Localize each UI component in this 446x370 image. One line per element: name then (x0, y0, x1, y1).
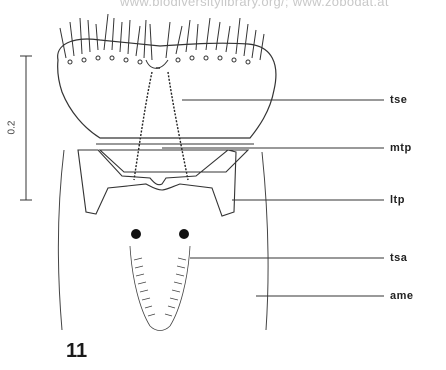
label-ltp: ltp (390, 194, 405, 206)
setal-sockets (68, 56, 250, 64)
ltp-plates (78, 150, 236, 216)
mtp-plate (96, 138, 254, 172)
tsa-spots (131, 229, 189, 239)
label-ame: ame (390, 290, 414, 302)
label-mtp: mtp (390, 142, 412, 154)
tsa-structure (130, 246, 190, 331)
median-notch (146, 60, 168, 68)
figure-number: 11 (66, 340, 87, 362)
scale-bar-label: 0.2 (7, 116, 18, 140)
label-tse: tse (390, 94, 407, 106)
ame-outline-right (262, 152, 268, 330)
scale-bar (20, 56, 32, 200)
tse-structure (134, 68, 188, 180)
ame-outline (58, 150, 64, 330)
label-tsa: tsa (390, 252, 407, 264)
bristles (60, 14, 264, 60)
leader-lines (162, 100, 384, 296)
